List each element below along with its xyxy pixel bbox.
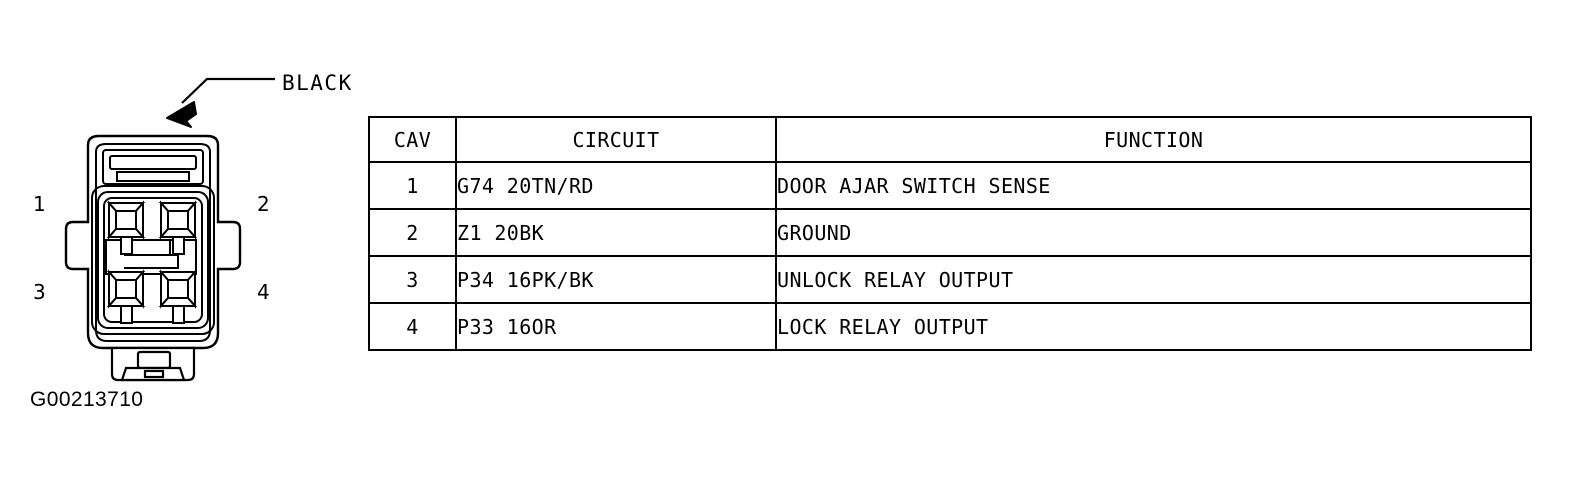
cell-function: GROUND <box>775 208 1532 257</box>
pin-label-3: 3 <box>33 280 46 304</box>
arrow-up-left-icon <box>166 101 197 128</box>
cell-function: DOOR AJAR SWITCH SENSE <box>775 161 1532 210</box>
cell-circuit: P33 16OR <box>455 302 777 351</box>
cell-cav: 3 <box>368 255 457 304</box>
cell-circuit: P34 16PK/BK <box>455 255 777 304</box>
pin-label-2: 2 <box>257 192 270 216</box>
cell-circuit: Z1 20BK <box>455 208 777 257</box>
terminal-chamber-frame <box>91 185 215 335</box>
table-header-row: CAV CIRCUIT FUNCTION <box>368 116 1532 163</box>
connector-figure: BLACK 1 2 3 4 G00213710 <box>0 0 370 430</box>
figure-id-caption: G00213710 <box>30 388 144 411</box>
connector-wire-boot <box>110 346 196 382</box>
table-row: 1 G74 20TN/RD DOOR AJAR SWITCH SENSE <box>368 161 1532 210</box>
pin-label-4: 4 <box>257 280 270 304</box>
cell-cav: 1 <box>368 161 457 210</box>
cell-circuit: G74 20TN/RD <box>455 161 777 210</box>
cell-function: LOCK RELAY OUTPUT <box>775 302 1532 351</box>
terminal-cavity-3 <box>106 269 146 324</box>
column-header-circuit: CIRCUIT <box>455 116 777 163</box>
column-header-function: FUNCTION <box>775 116 1532 163</box>
cell-function: UNLOCK RELAY OUTPUT <box>775 255 1532 304</box>
column-header-cav: CAV <box>368 116 457 163</box>
terminal-cavity-2 <box>158 200 198 255</box>
terminal-cavity-1 <box>106 200 146 255</box>
cell-cav: 4 <box>368 302 457 351</box>
connector-color-label: BLACK <box>282 71 353 95</box>
table-row: 3 P34 16PK/BK UNLOCK RELAY OUTPUT <box>368 255 1532 304</box>
connector-drawing <box>64 77 275 382</box>
pin-label-1: 1 <box>33 192 46 216</box>
pinout-table-container: CAV CIRCUIT FUNCTION 1 G74 20TN/RD DOOR … <box>368 116 1532 351</box>
callout-leader <box>181 77 275 104</box>
terminal-cavity-4 <box>158 269 198 324</box>
cell-cav: 2 <box>368 208 457 257</box>
pinout-table: CAV CIRCUIT FUNCTION 1 G74 20TN/RD DOOR … <box>368 116 1532 351</box>
table-row: 2 Z1 20BK GROUND <box>368 208 1532 257</box>
table-row: 4 P33 16OR LOCK RELAY OUTPUT <box>368 302 1532 351</box>
connector-top-latch <box>102 149 204 185</box>
